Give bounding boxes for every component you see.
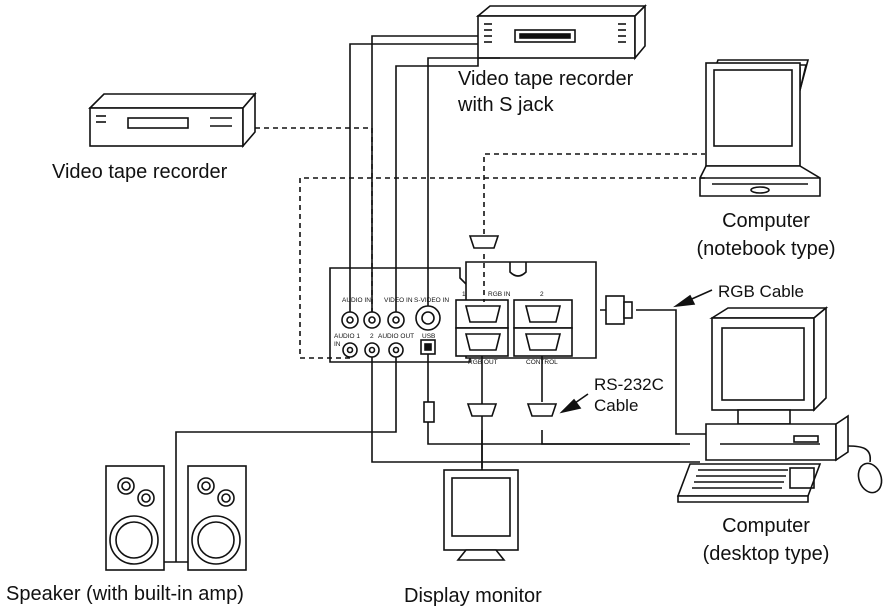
panel-label-audio1: AUDIO 1: [334, 333, 360, 340]
speaker-right-icon: [187, 465, 247, 571]
desktop-label-line2: (desktop type): [702, 543, 830, 565]
rs232-cable-label-line1: RS-232C: [594, 375, 664, 394]
panel-label-control: CONTROL: [526, 359, 558, 366]
panel-label-rgb-out: RGB OUT: [468, 359, 498, 366]
monitor-label: Display monitor: [404, 585, 542, 607]
usb-plug: [423, 401, 435, 423]
panel-label-usb: USB: [422, 333, 435, 340]
rgb-cable-arrow: [673, 289, 713, 308]
rgb-in-2-port: [524, 305, 562, 323]
vcr-label: Video tape recorder: [52, 161, 228, 183]
vcr-icon: [88, 91, 257, 149]
panel-label-audio1-in: IN: [334, 341, 341, 348]
rgb-in-1-port: [464, 305, 502, 323]
audio1-in-jack: [342, 342, 358, 358]
rs232-cable-arrow: [559, 393, 589, 414]
panel-label-audio-out: AUDIO OUT: [378, 333, 414, 340]
panel-label-s-video-in: S-VIDEO IN: [414, 297, 449, 304]
dashed-cables: [255, 127, 705, 359]
notebook-label-line2: (notebook type): [696, 238, 836, 260]
control-port: [524, 333, 562, 351]
rs232-plug: [526, 403, 558, 417]
display-monitor-icon: [443, 462, 519, 561]
panel-label-rgb-in-2: 2: [540, 291, 544, 298]
projector-panel: [329, 261, 597, 363]
panel-label-audio2: 2: [370, 333, 374, 340]
panel-label-rgb-in-1: 1: [462, 291, 466, 298]
panel-label-audio-in: AUDIO IN: [342, 297, 371, 304]
speaker-label: Speaker (with built-in amp): [6, 583, 244, 605]
rs232-cable-label-line2: Cable: [594, 396, 639, 415]
speaker-left-icon: [105, 465, 165, 571]
rgb-cable-label: RGB Cable: [718, 282, 804, 301]
rgb-out-port: [464, 333, 502, 351]
monitor-plug: [466, 403, 498, 417]
panel-label-rgb-in: RGB IN: [488, 291, 511, 298]
desktop-label-line1: Computer: [722, 515, 810, 537]
notebook-computer-icon: [699, 59, 821, 197]
vcr-with-s-jack-icon: [475, 4, 647, 61]
vcr-s-label-line1: Video tape recorder: [458, 68, 634, 90]
notebook-adapter: [468, 235, 500, 249]
cable-adapters: [423, 235, 633, 423]
desktop-computer-icon: [676, 306, 883, 503]
vcr-s-label-line2: with S jack: [458, 94, 554, 116]
notebook-label-line1: Computer: [722, 210, 810, 232]
rgb-cable-plug: [605, 295, 625, 325]
panel-label-video-in: VIDEO IN: [384, 297, 413, 304]
panel-labels: AUDIO IN VIDEO IN S-VIDEO IN AUDIO 1 IN …: [334, 291, 558, 366]
